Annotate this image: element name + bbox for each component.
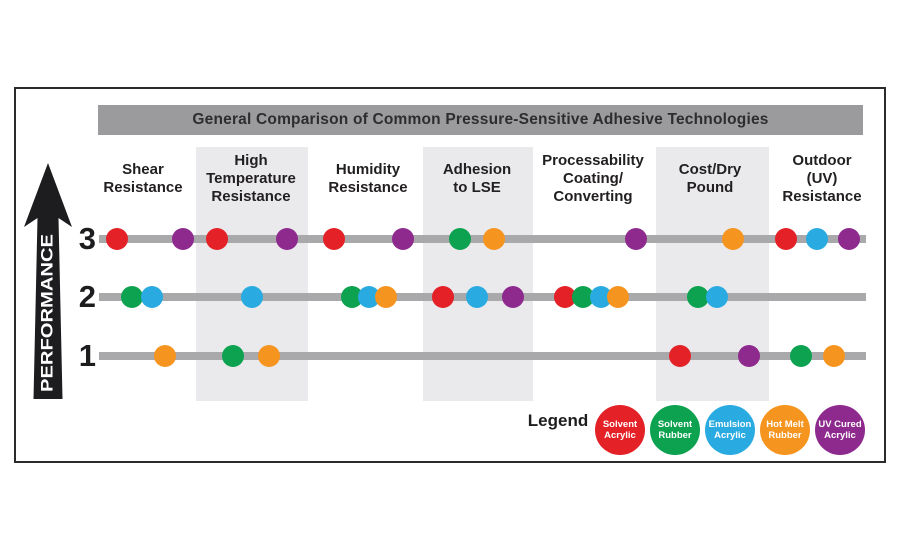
- data-dot-solvent-acrylic: [775, 228, 797, 250]
- data-dot-hot-melt-rubber: [607, 286, 629, 308]
- data-dot-emulsion-acrylic: [241, 286, 263, 308]
- data-dot-uv-cured-acrylic: [502, 286, 524, 308]
- data-dot-hot-melt-rubber: [154, 345, 176, 367]
- category-header-line: Converting: [553, 187, 633, 205]
- performance-level-3: 3: [78, 221, 96, 256]
- category-header-line: Adhesion: [442, 161, 512, 179]
- data-dot-uv-cured-acrylic: [625, 228, 647, 250]
- data-dot-solvent-acrylic: [554, 286, 576, 308]
- category-header-line: Pound: [686, 179, 734, 196]
- data-dot-hot-melt-rubber: [722, 228, 744, 250]
- data-dot-solvent-acrylic: [669, 345, 691, 367]
- category-header-line: Resistance: [211, 187, 291, 205]
- data-dot-solvent-rubber: [572, 286, 594, 308]
- data-dot-solvent-acrylic: [106, 228, 128, 250]
- category-header-line: to LSE: [453, 179, 501, 196]
- data-dot-solvent-rubber: [222, 345, 244, 367]
- data-dot-hot-melt-rubber: [258, 345, 280, 367]
- data-dot-emulsion-acrylic: [706, 286, 728, 308]
- category-header-line: High: [234, 152, 268, 170]
- data-dot-emulsion-acrylic: [466, 286, 488, 308]
- row-line-level-1: [99, 352, 866, 360]
- data-dot-hot-melt-rubber: [483, 228, 505, 250]
- category-header-line: Resistance: [328, 179, 408, 196]
- data-dot-uv-cured-acrylic: [738, 345, 760, 367]
- data-dot-solvent-rubber: [121, 286, 143, 308]
- legend-item-label-line: Hot Melt: [766, 418, 804, 430]
- arrow-shape: [24, 163, 72, 399]
- category-header-line: Resistance: [782, 187, 862, 205]
- legend-item-label-line: Acrylic: [714, 430, 746, 441]
- legend-item-label-line: Rubber: [768, 430, 802, 441]
- category-header-line: (UV): [806, 170, 838, 188]
- data-dot-emulsion-acrylic: [358, 286, 380, 308]
- category-header-line: Outdoor: [792, 152, 852, 170]
- chart-title: General Comparison of Common Pressure-Se…: [98, 105, 863, 135]
- performance-arrow: PERFORMANCE: [24, 163, 72, 399]
- data-dot-solvent-acrylic: [323, 228, 345, 250]
- legend-label: Legend: [527, 411, 589, 430]
- legend-item-label-line: Emulsion: [708, 418, 752, 430]
- row-line-level-3: [99, 235, 866, 243]
- data-dot-uv-cured-acrylic: [838, 228, 860, 250]
- performance-level-2: 2: [78, 279, 96, 314]
- data-dot-solvent-rubber: [341, 286, 363, 308]
- legend-item-label-line: Rubber: [658, 430, 692, 441]
- category-header-outdoor-uv-resistance: Outdoor(UV)Resistance: [760, 146, 884, 212]
- category-header-line: Processability: [542, 152, 644, 170]
- legend-item-label-line: Acrylic: [824, 430, 856, 441]
- category-header-line: Resistance: [103, 179, 183, 196]
- performance-level-1: 1: [78, 338, 96, 373]
- data-dot-solvent-acrylic: [206, 228, 228, 250]
- legend-item-label-line: UV Cured: [818, 418, 862, 430]
- legend-item-label-line: Solvent: [657, 418, 693, 430]
- data-dot-emulsion-acrylic: [806, 228, 828, 250]
- category-header-line: Temperature: [206, 170, 296, 188]
- data-dot-hot-melt-rubber: [823, 345, 845, 367]
- data-dot-hot-melt-rubber: [375, 286, 397, 308]
- legend-item-label-line: Solvent: [602, 418, 638, 430]
- category-header-line: Coating/: [563, 170, 623, 188]
- data-dot-solvent-rubber: [790, 345, 812, 367]
- data-dot-solvent-rubber: [687, 286, 709, 308]
- data-dot-uv-cured-acrylic: [172, 228, 194, 250]
- category-header-line: Cost/Dry: [678, 161, 742, 179]
- category-header-line: Shear: [122, 161, 164, 179]
- data-dot-uv-cured-acrylic: [276, 228, 298, 250]
- data-dot-solvent-rubber: [449, 228, 471, 250]
- data-dot-solvent-acrylic: [432, 286, 454, 308]
- data-dot-uv-cured-acrylic: [392, 228, 414, 250]
- data-dot-emulsion-acrylic: [141, 286, 163, 308]
- data-dot-emulsion-acrylic: [590, 286, 612, 308]
- category-header-line: Humidity: [335, 161, 401, 179]
- legend-item-label-line: Acrylic: [604, 430, 636, 441]
- performance-axis-label: PERFORMANCE: [37, 234, 56, 392]
